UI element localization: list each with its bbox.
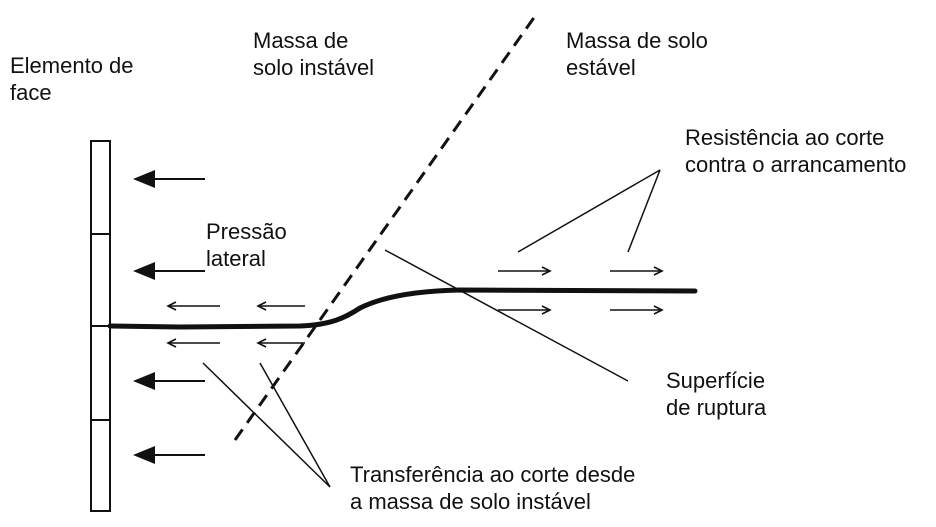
- leader-line-shear-transfer: [259, 362, 331, 488]
- label-rupture-surface: Superfície de ruptura: [666, 367, 766, 421]
- reinforcement-line: [107, 287, 698, 330]
- label-face-element: Elemento de face: [10, 52, 134, 106]
- lateral-pressure-arrows: [133, 170, 205, 464]
- failure-surface-dashed-line: [233, 11, 540, 441]
- label-lateral-pressure: Pressão lateral: [206, 218, 287, 272]
- shear-resistance-arrow: [610, 266, 664, 276]
- label-stable-mass: Massa de solo estável: [566, 27, 708, 81]
- lateral-pressure-arrow: [133, 372, 205, 390]
- shear-transfer-arrows: [166, 301, 305, 348]
- shear-transfer-arrow: [256, 301, 305, 311]
- label-shear-resistance: Resistência ao corte contra o arrancamen…: [685, 124, 906, 178]
- shear-transfer-arrow: [166, 338, 220, 348]
- leader-line-rupture-surface: [384, 249, 629, 382]
- leader-lines: [202, 169, 661, 488]
- label-line: Massa de solo: [566, 28, 708, 53]
- label-line: solo instável: [253, 55, 375, 80]
- shear-resistance-arrow: [498, 266, 552, 276]
- label-line: Elemento de: [10, 53, 134, 78]
- label-line: Massa de: [253, 28, 349, 53]
- label-line: Superfície: [666, 368, 766, 393]
- shear-transfer-arrow: [166, 301, 220, 311]
- shear-resistance-arrows: [498, 266, 664, 315]
- lateral-pressure-arrow: [133, 170, 205, 188]
- label-line: lateral: [206, 246, 266, 271]
- label-line: Transferência ao corte desde: [350, 462, 636, 487]
- label-line: face: [10, 80, 52, 105]
- leader-line-shear-resistance: [627, 169, 661, 253]
- shear-transfer-arrow: [256, 338, 305, 348]
- lateral-pressure-arrow: [133, 262, 205, 280]
- leader-line-shear-transfer: [202, 362, 331, 488]
- label-unstable-mass: Massa de solo instável: [253, 27, 374, 81]
- facing-panel: [90, 140, 111, 512]
- label-line: Resistência ao corte: [685, 125, 885, 150]
- label-shear-transfer: Transferência ao corte desde a massa de …: [350, 461, 635, 515]
- shear-resistance-arrow: [610, 305, 664, 315]
- lateral-pressure-arrow: [133, 446, 205, 464]
- label-line: de ruptura: [666, 395, 767, 420]
- leader-line-shear-resistance: [517, 169, 661, 253]
- label-line: estável: [566, 55, 636, 80]
- label-line: Pressão: [206, 219, 287, 244]
- shear-resistance-arrow: [498, 305, 552, 315]
- label-line: a massa de solo instável: [350, 489, 591, 514]
- label-line: contra o arrancamento: [685, 152, 907, 177]
